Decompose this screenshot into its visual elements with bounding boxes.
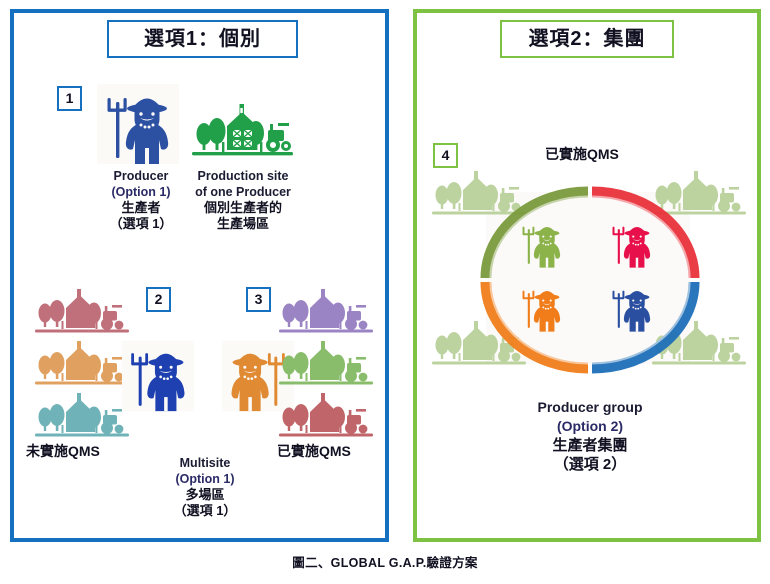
producer-group-caption-en-2: (Option 2) (556, 418, 624, 434)
producer-caption-zh-2: （選項 1） (109, 216, 173, 231)
multisite-caption-en-1: Multisite (179, 456, 231, 470)
producer-group-caption-zh-2: （選項 2） (553, 456, 627, 473)
producer-farmer-icon (97, 84, 179, 169)
farm-cluster-with-qms (277, 288, 387, 443)
production-site-caption-zh-1: 個別生產者的 (203, 200, 282, 215)
multisite-caption-zh-2: （選項 1） (173, 503, 237, 518)
producer-group-caption-en-1: Producer group (537, 399, 643, 415)
multisite-caption-zh-1: 多場區 (185, 487, 225, 502)
badge-3: 3 (246, 287, 271, 312)
multisite-caption-en-2: (Option 1) (175, 472, 235, 486)
badge-4: 4 (433, 143, 458, 168)
badge-1: 1 (57, 86, 82, 111)
badge-2: 2 (146, 287, 171, 312)
production-site-farm-icon (190, 100, 295, 167)
producer-caption-zh-1: 生產者 (121, 200, 161, 215)
multisite-farmer-icon-blue (122, 340, 194, 417)
producer-caption-en-2: (Option 1) (111, 185, 171, 199)
production-site-caption-zh-2: 生產場區 (216, 216, 269, 231)
production-site-caption: Production site of one Producer 個別生產者的 生… (188, 168, 298, 232)
panel-option-2-title: 選項2：集團 (500, 20, 674, 58)
production-site-caption-en-1: Production site (197, 169, 289, 183)
multisite-farmer-icon-orange (222, 340, 294, 417)
production-site-caption-en-2: of one Producer (195, 185, 291, 199)
multisite-caption: Multisite (Option 1) 多場區 （選項 1） (150, 455, 260, 519)
producer-group-caption-zh-1: 生產者集團 (552, 437, 628, 454)
producer-group-caption: Producer group (Option 2) 生產者集團 （選項 2） (510, 398, 670, 474)
producer-caption: Producer (Option 1) 生產者 （選項 1） (95, 168, 187, 232)
producer-caption-en-1: Producer (113, 169, 169, 183)
panel-option-1-title: 選項1：個別 (107, 20, 298, 58)
label-with-qms-option2: 已實施QMS (545, 146, 619, 162)
label-without-qms: 未實施QMS (26, 443, 100, 459)
producer-group-ring (428, 170, 748, 390)
label-with-qms-option1: 已實施QMS (277, 443, 351, 459)
figure-caption: 圖二、GLOBAL G.A.P.驗證方案 (292, 556, 478, 570)
